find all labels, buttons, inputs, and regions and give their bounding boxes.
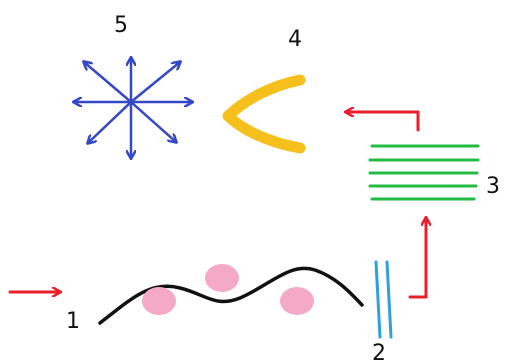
star-ray-up-left [84, 62, 133, 104]
step-5-label: 5 [114, 13, 128, 38]
parallel-line-left [374, 260, 382, 339]
star-ray-up-right [129, 62, 180, 104]
star-ray-down-left [88, 100, 133, 143]
yellow-chevron [222, 74, 306, 154]
step-1-label: 1 [66, 309, 80, 334]
stage-5-group: 5 [74, 13, 192, 158]
pink-blob-top [205, 264, 239, 292]
stage-3-group: 3 [368, 144, 500, 201]
step-3-label: 3 [486, 174, 500, 199]
arrow-3-to-4 [346, 112, 420, 132]
arrow-2-to-3 [408, 218, 426, 299]
parallel-line-right [385, 260, 393, 339]
stage-2-group: 2 [372, 260, 393, 362]
star-ray-down-right [129, 100, 176, 142]
step-4-label: 4 [288, 27, 302, 52]
stage-1-group: 1 [8, 264, 364, 334]
step-2-label: 2 [372, 341, 386, 362]
stage-4-group: 4 [222, 27, 306, 154]
pink-blob-left [142, 287, 176, 315]
pink-blob-right [280, 287, 314, 315]
